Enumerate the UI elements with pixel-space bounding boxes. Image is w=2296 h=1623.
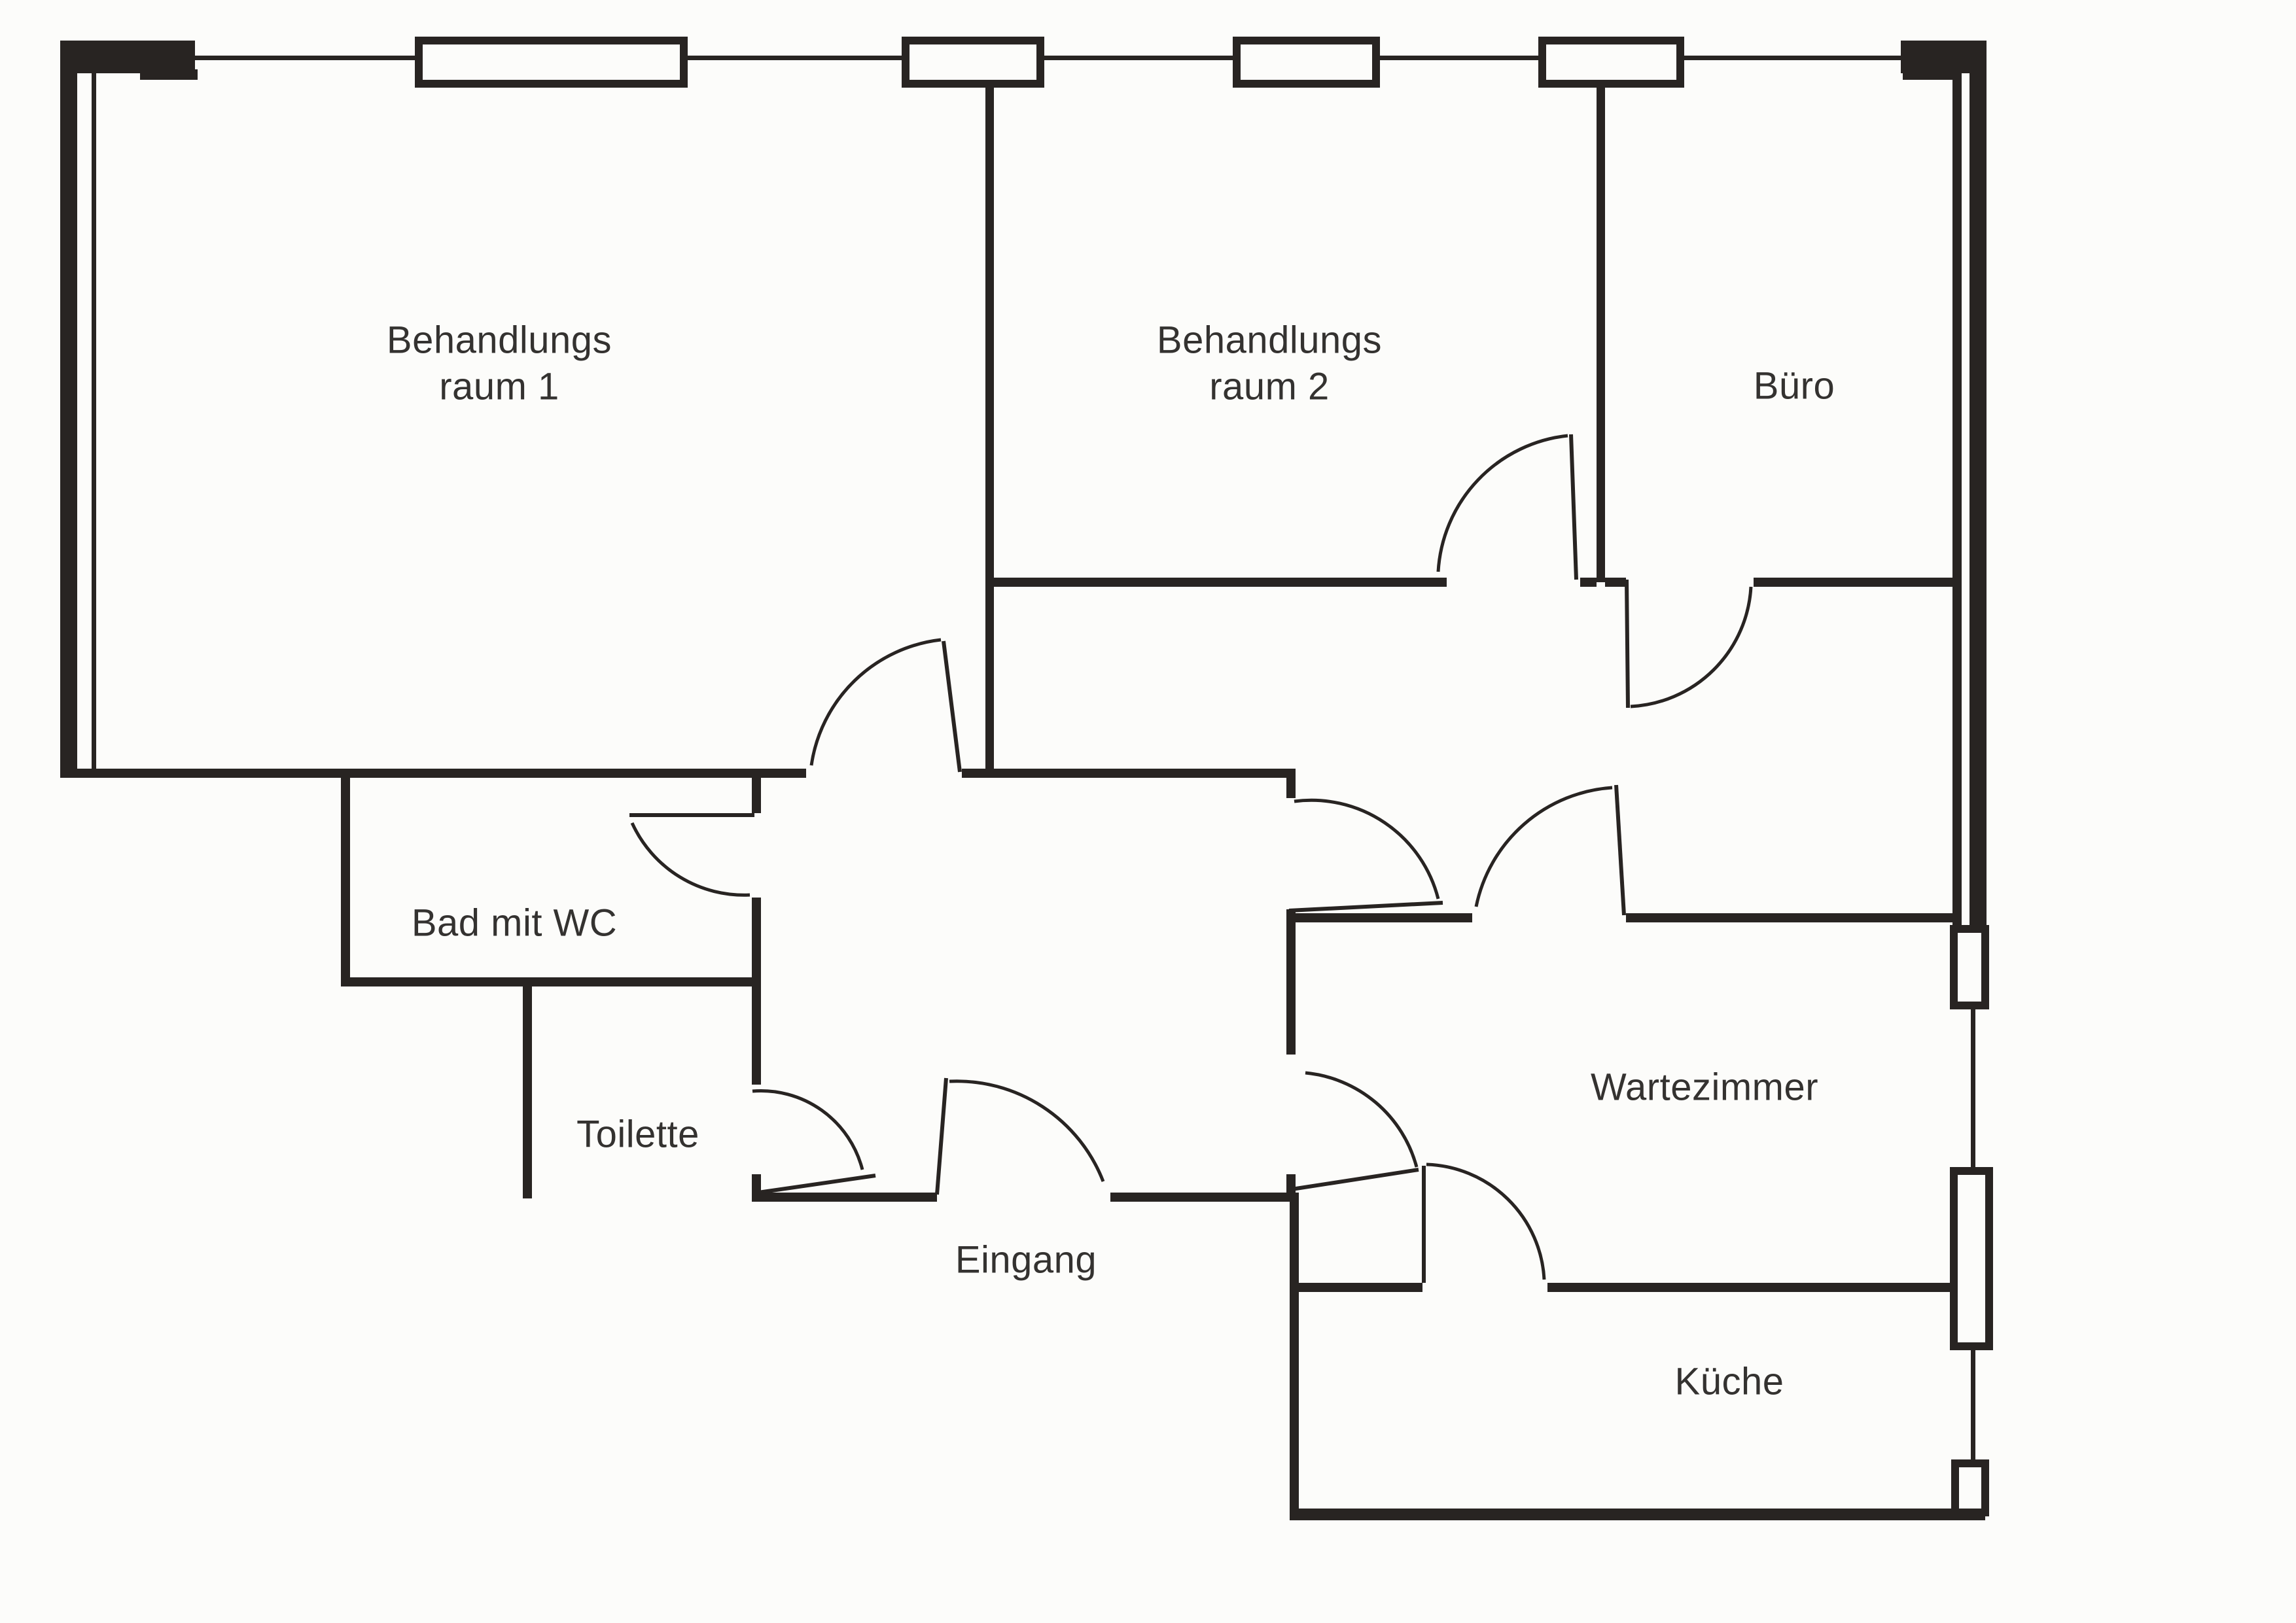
door-hall-north-arc [1294, 798, 1440, 899]
wall-kueche-north-west [1290, 1283, 1422, 1292]
corner-inner-northeast [1903, 69, 1958, 80]
wall-buero-south-stub [1605, 578, 1626, 587]
east-wall-outer [1969, 41, 1987, 1007]
door-behandlungsraum2-leaf [1569, 434, 1578, 580]
wall-south-entry-west [752, 1193, 937, 1202]
room-label-buero: Büro [1753, 364, 1835, 408]
wall-east-thin-upper [1971, 1005, 1975, 1171]
door-toilette-arc [752, 1089, 864, 1170]
wall-wartezimmer-north-west [1291, 913, 1472, 922]
wall-hall-west-plane-upper [1286, 909, 1296, 1055]
room-label-toilette: Toilette [576, 1113, 699, 1156]
wall-wartezimmer-north-east [1626, 913, 1952, 922]
wall-hall-west-plane-stub [1286, 1174, 1296, 1197]
wall-divider-raum2-buero [1597, 82, 1605, 582]
door-behandlungsraum1-arc [809, 638, 942, 766]
door-wartezimmer-west-arc [1305, 1071, 1419, 1168]
corner-bar-northwest [60, 41, 195, 73]
door-wartezimmer-north-leaf [1614, 784, 1626, 916]
window-top-4 [1538, 37, 1684, 88]
window-east-lower [1950, 1167, 1993, 1350]
wall-kueche-north-east [1547, 1283, 1955, 1292]
wall-step-hall [1286, 769, 1296, 798]
window-top-2 [902, 37, 1044, 88]
door-behandlungsraum2-arc [1436, 434, 1568, 572]
west-wall-inner-line [92, 69, 96, 775]
corner-inner-northwest [140, 69, 198, 80]
wall-bad-east-upper [752, 769, 761, 813]
door-wartezimmer-west-leaf [1291, 1168, 1419, 1191]
west-wall-outer [60, 41, 77, 775]
wall-bad-west [341, 769, 350, 986]
wall-kueche-west [1290, 1193, 1299, 1518]
corner-bar-northeast [1901, 41, 1983, 73]
door-buero-arc [1630, 586, 1753, 708]
door-hall-north-leaf [1288, 901, 1443, 913]
door-buero-leaf [1625, 579, 1630, 708]
wall-east-thin-lower [1971, 1346, 1975, 1463]
window-east-bottom [1951, 1459, 1989, 1516]
wall-bad-east-mid [752, 898, 761, 1085]
room-label-eingang: Eingang [955, 1238, 1097, 1282]
wall-raum2-south-stub [1580, 578, 1597, 587]
window-east-mid [1950, 925, 1989, 1009]
wall-south-entry-east [1110, 1193, 1299, 1202]
wall-behandlung1-south-east [962, 769, 1291, 778]
door-eingang-arc [949, 1079, 1105, 1182]
wall-behandlung1-south-west [60, 769, 806, 778]
wall-toilette-west [523, 986, 532, 1198]
wall-bad-south [341, 977, 761, 986]
east-wall-inner [1952, 69, 1962, 932]
window-top-3 [1233, 37, 1380, 88]
door-wartezimmer-north-arc [1474, 786, 1613, 907]
door-bad-mit-wc-arc [630, 822, 751, 897]
room-label-behandlungsraum-1: Behandlungs raum 1 [386, 319, 612, 408]
room-label-bad-mit-wc: Bad mit WC [411, 901, 618, 945]
door-eingang-leaf [935, 1077, 948, 1195]
wall-buero-south [1754, 578, 1952, 587]
wall-raum2-south [989, 578, 1447, 587]
door-behandlungsraum1-leaf [942, 640, 962, 773]
wall-south-kueche [1290, 1509, 1985, 1520]
wall-divider-raum1-raum2 [985, 82, 994, 773]
door-toilette-leaf [753, 1174, 876, 1195]
door-kueche-arc [1426, 1162, 1546, 1280]
window-top-1-double [415, 37, 688, 88]
room-label-kueche: Küche [1674, 1360, 1784, 1403]
room-label-behandlungsraum-2: Behandlungs raum 2 [1156, 319, 1383, 408]
room-label-wartezimmer: Wartezimmer [1590, 1066, 1819, 1109]
